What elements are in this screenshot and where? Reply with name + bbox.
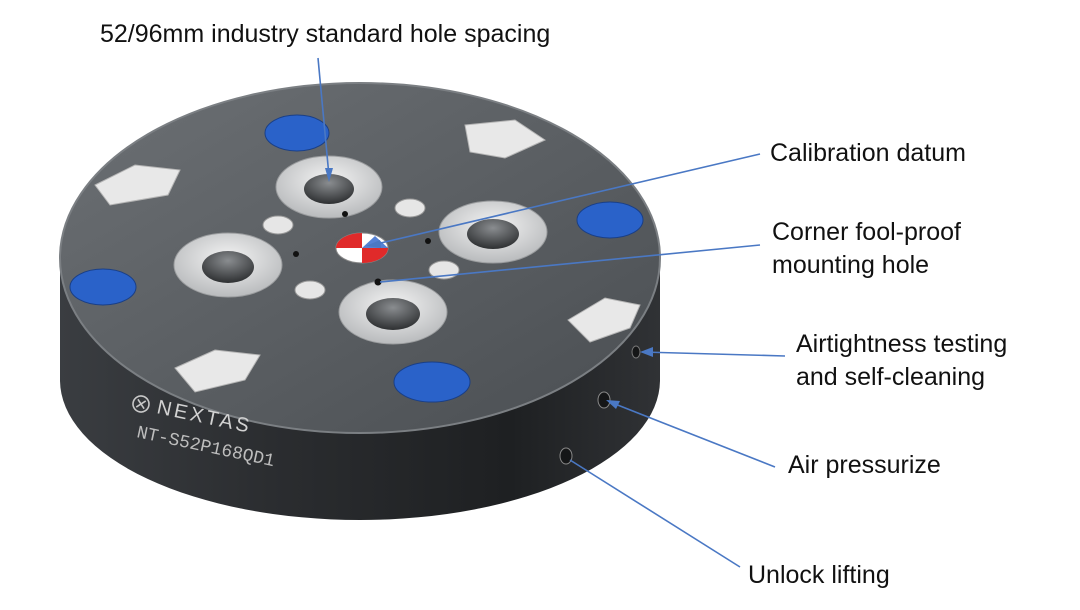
callout-unlock-lifting: Unlock lifting [748,561,890,589]
callout-hole-spacing: 52/96mm industry standard hole spacing [100,20,551,48]
mounting-ring-left [173,232,283,298]
edge-block-top-right [464,119,547,159]
edge-block-bottom [174,349,261,393]
pin-3 [294,280,326,300]
nextas-logo-icon [132,395,150,413]
arrow-calibration-datum [366,240,381,248]
leader-lines [317,57,786,568]
mounting-ring-bottom [338,279,448,345]
edge-block-left [94,164,181,206]
fool-proof-hole [374,278,382,286]
arrow-air-pressurize [606,400,620,409]
calibration-datum [335,232,389,264]
blue-pad-right [576,201,644,239]
callout-corner-fool-proof-line2: mounting hole [772,251,930,279]
air-pressurize-port [597,391,611,409]
pin-1 [262,215,294,235]
callout-corner-fool-proof-line1: Corner fool-proof [772,218,961,246]
small-hole-a [342,211,348,217]
unlock-lifting-port [559,447,573,465]
quick-change-puck [59,82,661,520]
mounting-ring-top [275,155,383,219]
callout-air-pressurize: Air pressurize [788,451,941,479]
blue-pad-top [264,114,330,152]
leader-airtightness [641,351,786,357]
leader-hole-spacing [317,57,330,177]
leader-corner-fool-proof [379,244,761,283]
callout-airtightness-line1: Airtightness testing [796,330,1008,358]
puck-side-wall [60,258,660,520]
edge-block-right [567,297,641,343]
small-hole-c [293,251,299,257]
blue-pad-left [69,268,137,306]
mounting-ring-right [438,200,548,264]
callout-airtightness-line2: and self-cleaning [796,363,986,391]
blue-pad-bottom [393,361,471,403]
leader-unlock-lifting [569,459,741,568]
arrow-airtightness [640,347,653,357]
airtightness-port [631,345,641,359]
callout-calibration-datum: Calibration datum [770,139,966,167]
leader-air-pressurize [609,401,776,468]
puck-top-edge [59,82,661,434]
leader-arrowheads [325,168,653,409]
small-hole-b [425,238,431,244]
arrow-hole-spacing [325,168,333,182]
pin-2 [394,198,426,218]
leader-calibration-datum [371,153,761,246]
edge-blocks [94,119,641,393]
